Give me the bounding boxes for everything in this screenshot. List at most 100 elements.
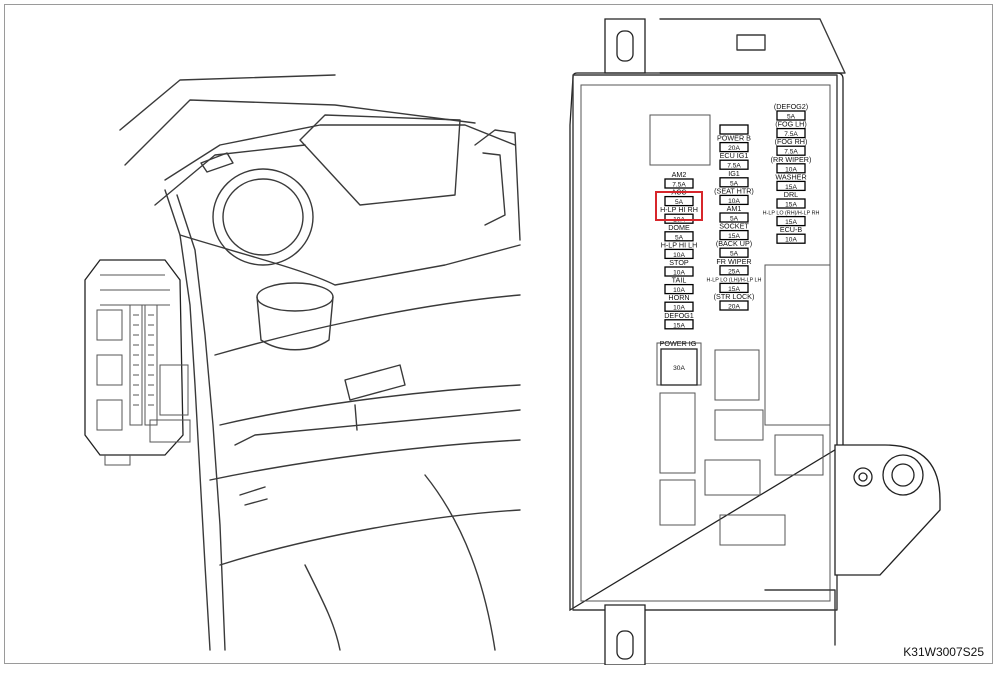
fuse-amp: 10A	[673, 305, 685, 312]
fuse-amp: 15A	[785, 219, 797, 226]
fuse-right_column-6: H-LP LO (RH)/H-LP RH 15A	[763, 211, 820, 227]
fuse-left_column-4: H-LP HI LH 10A	[661, 240, 698, 260]
fuse-amp: 5A	[730, 251, 739, 258]
fuse-name: AM2	[672, 170, 687, 179]
fuse-name: ECU IG1	[720, 151, 749, 160]
fuse-body	[776, 110, 806, 121]
fuse-middle_column-0	[719, 124, 749, 135]
fuse-amp: 7.5A	[784, 131, 798, 138]
fuse-name: STOP	[669, 258, 689, 267]
fuse-amp: 10A	[673, 252, 685, 259]
fuse-body	[719, 159, 749, 170]
fuse-amp: 25A	[728, 268, 740, 275]
fuse-body	[776, 127, 806, 139]
fuse-left_column-5: STOP 10A	[664, 258, 694, 277]
fuse-name: ECU-B	[780, 225, 803, 234]
highlight-box	[655, 191, 703, 221]
fuse-name: (SEAT HTR)	[714, 186, 754, 195]
fuse-name: WASHER	[775, 172, 806, 181]
fuse-amp: 20A	[728, 304, 740, 311]
fuse-amp: 5A	[675, 199, 684, 206]
fuse-right_column-3: (RR WIPER) 10A	[771, 155, 812, 174]
fuse-name: AM1	[727, 204, 742, 213]
fuse-amp: 7.5A	[672, 182, 686, 189]
fuse-body	[776, 180, 806, 192]
fuse-middle_column-7: (BACK UP) 5A	[716, 239, 752, 258]
fuse-amp: 5A	[787, 114, 796, 121]
power-ig-fuse: POWER IG 30A	[660, 339, 698, 386]
fuse-body	[664, 319, 694, 330]
fuse-body	[664, 248, 694, 260]
fuse-body	[776, 198, 806, 209]
fuse-name: H-LP LO (RH)/H-LP RH	[763, 211, 820, 217]
fuse-name: (BACK UP)	[716, 239, 752, 248]
fuse-name: H-LP LO (LH)/H-LP LH	[707, 277, 762, 283]
fuse-body	[664, 213, 694, 224]
fuse-body	[719, 282, 749, 294]
fuse-right_column-4: WASHER 15A	[775, 172, 807, 192]
fuse-amp: 10A	[673, 270, 685, 277]
diagram-code: K31W3007S25	[903, 645, 984, 659]
fuse-middle_column-6: SOCKET 15A	[719, 222, 749, 241]
fuse-body	[719, 194, 749, 206]
fuse-name: DRL	[784, 190, 798, 199]
fuse-amp: 20A	[728, 145, 740, 152]
fuse-name: POWER B	[717, 134, 751, 143]
fuse-body	[719, 265, 749, 276]
fuse-body	[776, 163, 806, 174]
fuse-name: SOCKET	[719, 222, 749, 231]
fuse-amp: 15A	[728, 286, 740, 293]
fuse-body	[776, 145, 806, 156]
fuse-body	[719, 229, 749, 241]
fuse-right_column-2: (FOG RH)7.5A	[775, 137, 808, 156]
fuse-name: (RR WIPER)	[771, 155, 812, 164]
power-ig-amp: 30A	[673, 365, 685, 372]
fuse-amp: 15A	[673, 322, 685, 329]
fuse-amp: 5A	[730, 180, 739, 187]
fuse-body	[776, 233, 806, 244]
fuse-amp: 15A	[785, 184, 797, 191]
fuse-right_column-5: DRL 15A	[776, 190, 806, 209]
fuse-body	[664, 283, 694, 295]
fuse-right_column-1: (FOG LH) 7.5A	[775, 120, 807, 139]
fuse-amp: 5A	[730, 216, 739, 223]
fuse-name: (FOG RH)	[775, 137, 808, 146]
fuse-name: H-LP HI RH	[660, 205, 698, 214]
fuse-body	[719, 300, 749, 311]
fuse-body	[664, 301, 694, 312]
fuse-amp: 5A	[675, 234, 684, 241]
fuse-body	[719, 247, 749, 258]
fuse-name: (FOG LH)	[775, 120, 807, 129]
fuse-left_column-0: AM2 7.5A	[664, 170, 694, 189]
fuse-body	[719, 177, 749, 188]
fuse-body	[719, 141, 749, 153]
fuse-name: (STR LOCK)	[714, 292, 755, 301]
fuse-body	[719, 124, 749, 135]
fuse-amp: 15A	[785, 202, 797, 209]
fuse-body	[776, 215, 806, 227]
fuse-name: H-LP HI LH	[661, 240, 698, 249]
fuse-amp: 15A	[728, 233, 740, 240]
fuse-amp: 10A	[728, 198, 740, 205]
power-ig-label: POWER IG	[660, 339, 697, 348]
fuse-amp: 10A	[785, 166, 797, 173]
fuse-body	[664, 266, 694, 277]
fuse-body	[719, 212, 749, 223]
fuse-middle_column-9: H-LP LO (LH)/H-LP LH 15A	[707, 277, 762, 294]
fuse-column-right: (DEFOG2)5A(FOG LH) 7.5A(FOG RH)7.5A(RR WI…	[763, 102, 820, 244]
fuse-name: IG1	[728, 169, 740, 178]
fuse-right_column-0: (DEFOG2)5A	[774, 102, 808, 121]
